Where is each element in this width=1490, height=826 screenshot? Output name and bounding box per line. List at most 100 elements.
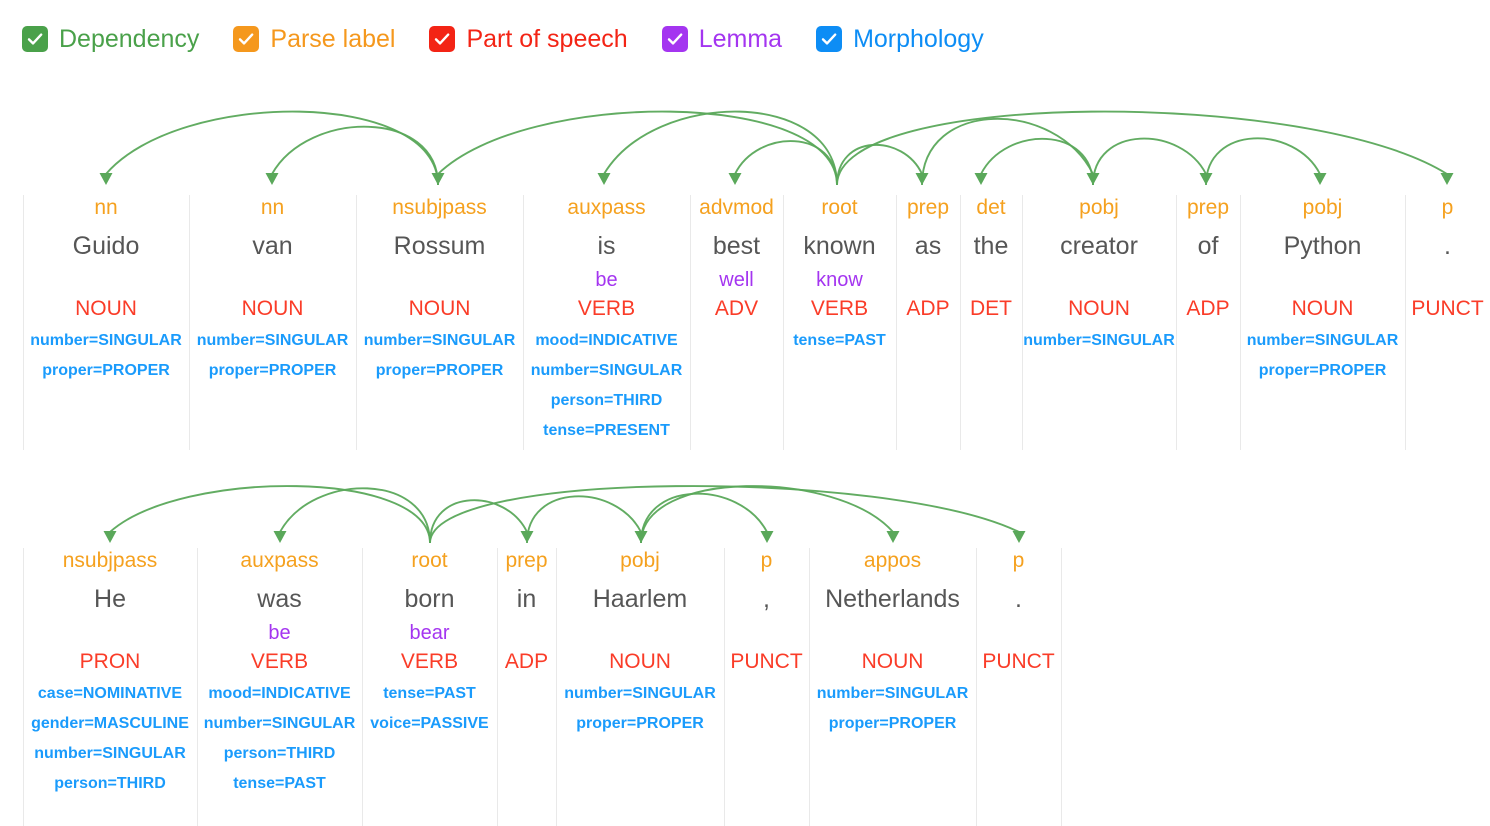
dependency-arc [603, 110, 838, 186]
token-word: Netherlands [825, 585, 960, 613]
morphology-feature: proper=PROPER [828, 715, 957, 732]
part-of-speech-label: PUNCT [730, 650, 803, 673]
morphology-feature: mood=INDICATIVE [208, 685, 351, 702]
part-of-speech-label: NOUN [1068, 297, 1130, 320]
dependency-arc [437, 110, 838, 186]
checkbox-item-parse-label[interactable]: Parse label [233, 26, 395, 52]
check-icon[interactable] [816, 26, 843, 52]
dependency-arrowhead [760, 531, 774, 543]
dependency-label: auxpass [567, 196, 646, 219]
token-word: Haarlem [592, 585, 688, 613]
token-word: known [803, 232, 876, 260]
dependency-label: prep [906, 196, 950, 219]
morphology-feature: number=SINGULAR [30, 332, 182, 349]
token-column[interactable]: p. PUNCT [1406, 195, 1490, 450]
morphology-feature: voice=PASSIVE [370, 715, 489, 732]
token-word: Guido [72, 232, 140, 260]
part-of-speech-label: VERB [577, 297, 636, 320]
check-icon[interactable] [429, 26, 456, 52]
dependency-arcs [103, 485, 1026, 544]
token-column[interactable]: p, PUNCT [725, 548, 810, 826]
token-word: as [914, 232, 942, 260]
token-word: , [763, 585, 770, 613]
checkbox-item-part-of-speech[interactable]: Part of speech [429, 24, 628, 53]
morphology-feature: case=NOMINATIVE [37, 685, 183, 702]
morphology-feature: number=SINGULAR [1246, 332, 1399, 349]
dependency-arrowhead [103, 531, 117, 543]
dependency-label: nsubjpass [392, 196, 487, 219]
check-icon[interactable] [233, 26, 260, 52]
checkbox-item-lemma[interactable]: Lemma [661, 26, 782, 52]
part-of-speech-label: VERB [400, 650, 459, 673]
morphology-feature: proper=PROPER [208, 362, 337, 379]
check-icon[interactable] [661, 26, 688, 52]
part-of-speech-label: ADV [714, 297, 759, 320]
morphology-feature: person=THIRD [54, 775, 166, 792]
dependency-arrowhead [886, 531, 900, 543]
dependency-arrowhead [597, 173, 611, 185]
dependency-label: nn [94, 196, 118, 219]
morphology-feature: number=SINGULAR [34, 745, 186, 762]
morphology-feature: tense=PAST [793, 332, 886, 349]
morphology-feature: number=SINGULAR [196, 332, 349, 349]
morphology-feature: proper=PROPER [576, 715, 704, 732]
part-of-speech-label: NOUN [75, 297, 137, 320]
token-word: Python [1283, 232, 1362, 260]
checkbox-label-parse-label: Parse label [270, 24, 396, 53]
dependency-label: prep [1186, 196, 1230, 219]
morphology-feature: person=THIRD [223, 745, 336, 762]
part-of-speech-label: NOUN [1291, 297, 1354, 320]
dependency-arc [279, 487, 431, 544]
morphology-feature: number=SINGULAR [363, 332, 516, 349]
checkbox-item-dependency[interactable]: Dependency [22, 26, 199, 52]
dependency-label: p [1441, 196, 1454, 219]
dependency-label: prep [505, 549, 548, 572]
check-icon[interactable] [22, 26, 48, 52]
part-of-speech-label: PUNCT [982, 650, 1055, 673]
token-word: . [1444, 232, 1451, 260]
part-of-speech-label: NOUN [609, 650, 671, 673]
part-of-speech-label: VERB [810, 297, 869, 320]
part-of-speech-label: NOUN [861, 650, 924, 673]
part-of-speech-label: VERB [250, 650, 309, 673]
dependency-arc [429, 485, 1020, 544]
dependency-label: advmod [699, 196, 774, 219]
token-word: of [1197, 232, 1219, 260]
part-of-speech-label: NOUN [408, 297, 471, 320]
display-options-toolbar: Dependency Parse label Part of speech Lemma… [0, 0, 1490, 78]
dependency-label: p [1012, 549, 1025, 572]
morphology-feature: tense=PRESENT [543, 422, 670, 439]
token-column[interactable]: p. PUNCT [977, 548, 1062, 826]
checkbox-item-morphology[interactable]: Morphology [816, 26, 984, 52]
token-word: the [973, 232, 1009, 260]
dependency-arc [980, 137, 1094, 186]
dependency-arc [1092, 137, 1207, 186]
dependency-arrowhead [431, 173, 445, 185]
morphology-feature: tense=PAST [233, 775, 326, 792]
dependency-arrowhead [265, 173, 279, 185]
checkbox-label-part-of-speech: Part of speech [466, 24, 628, 53]
dependency-arc [836, 143, 923, 186]
dependency-arc [640, 492, 768, 544]
dependency-arrowhead [1012, 531, 1026, 543]
dependency-arc [105, 110, 439, 186]
part-of-speech-label: PUNCT [1411, 297, 1484, 320]
morphology-feature: number=SINGULAR [530, 362, 683, 379]
